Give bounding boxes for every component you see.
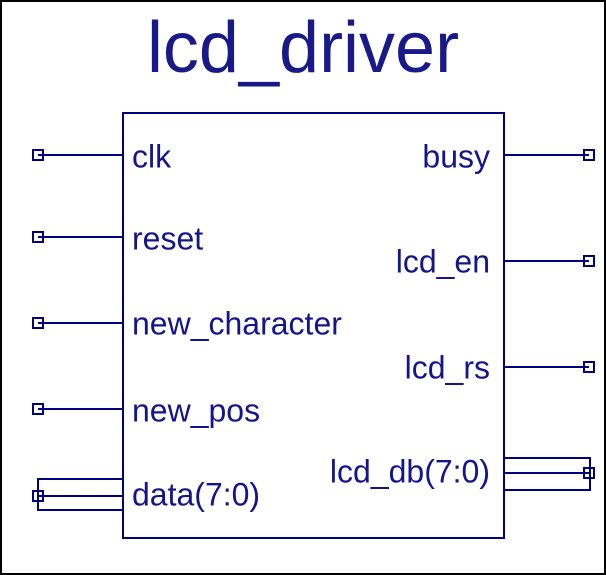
port-label-clk: clk: [132, 138, 172, 175]
pin-square-icon-clk: [32, 149, 44, 161]
wire-new-pos: [38, 408, 124, 410]
port-label-busy: busy: [422, 138, 490, 175]
pin-square-icon-new-character: [32, 317, 44, 329]
bus-stub-data: [37, 478, 124, 511]
wire-clk: [38, 154, 124, 156]
module-title: lcd_driver: [146, 8, 460, 88]
wire-lcd-en: [503, 260, 589, 262]
port-label-data: data(7:0): [132, 476, 261, 513]
wire-reset: [38, 236, 124, 238]
module-body-outline: [122, 112, 505, 539]
port-label-reset: reset: [132, 220, 204, 257]
port-label-lcd-db: lcd_db(7:0): [329, 453, 490, 490]
port-label-new-character: new_character: [132, 305, 342, 342]
pin-square-icon-reset: [32, 231, 44, 243]
pin-square-icon-lcd-rs: [583, 361, 595, 373]
pin-square-icon-data: [32, 490, 44, 502]
pin-square-icon-busy: [583, 149, 595, 161]
port-label-new-pos: new_pos: [132, 392, 261, 429]
pin-square-icon-new-pos: [32, 403, 44, 415]
port-label-lcd-rs: lcd_rs: [404, 349, 490, 386]
wire-lcd-db: [503, 472, 589, 474]
wire-busy: [503, 154, 589, 156]
wire-new-character: [38, 322, 124, 324]
wire-lcd-rs: [503, 366, 589, 368]
pin-square-icon-lcd-en: [583, 255, 595, 267]
port-label-lcd-en: lcd_en: [395, 243, 490, 280]
bus-stub-lcd-db: [503, 457, 591, 491]
pin-square-icon-lcd-db: [583, 467, 595, 479]
wire-data: [38, 495, 124, 497]
